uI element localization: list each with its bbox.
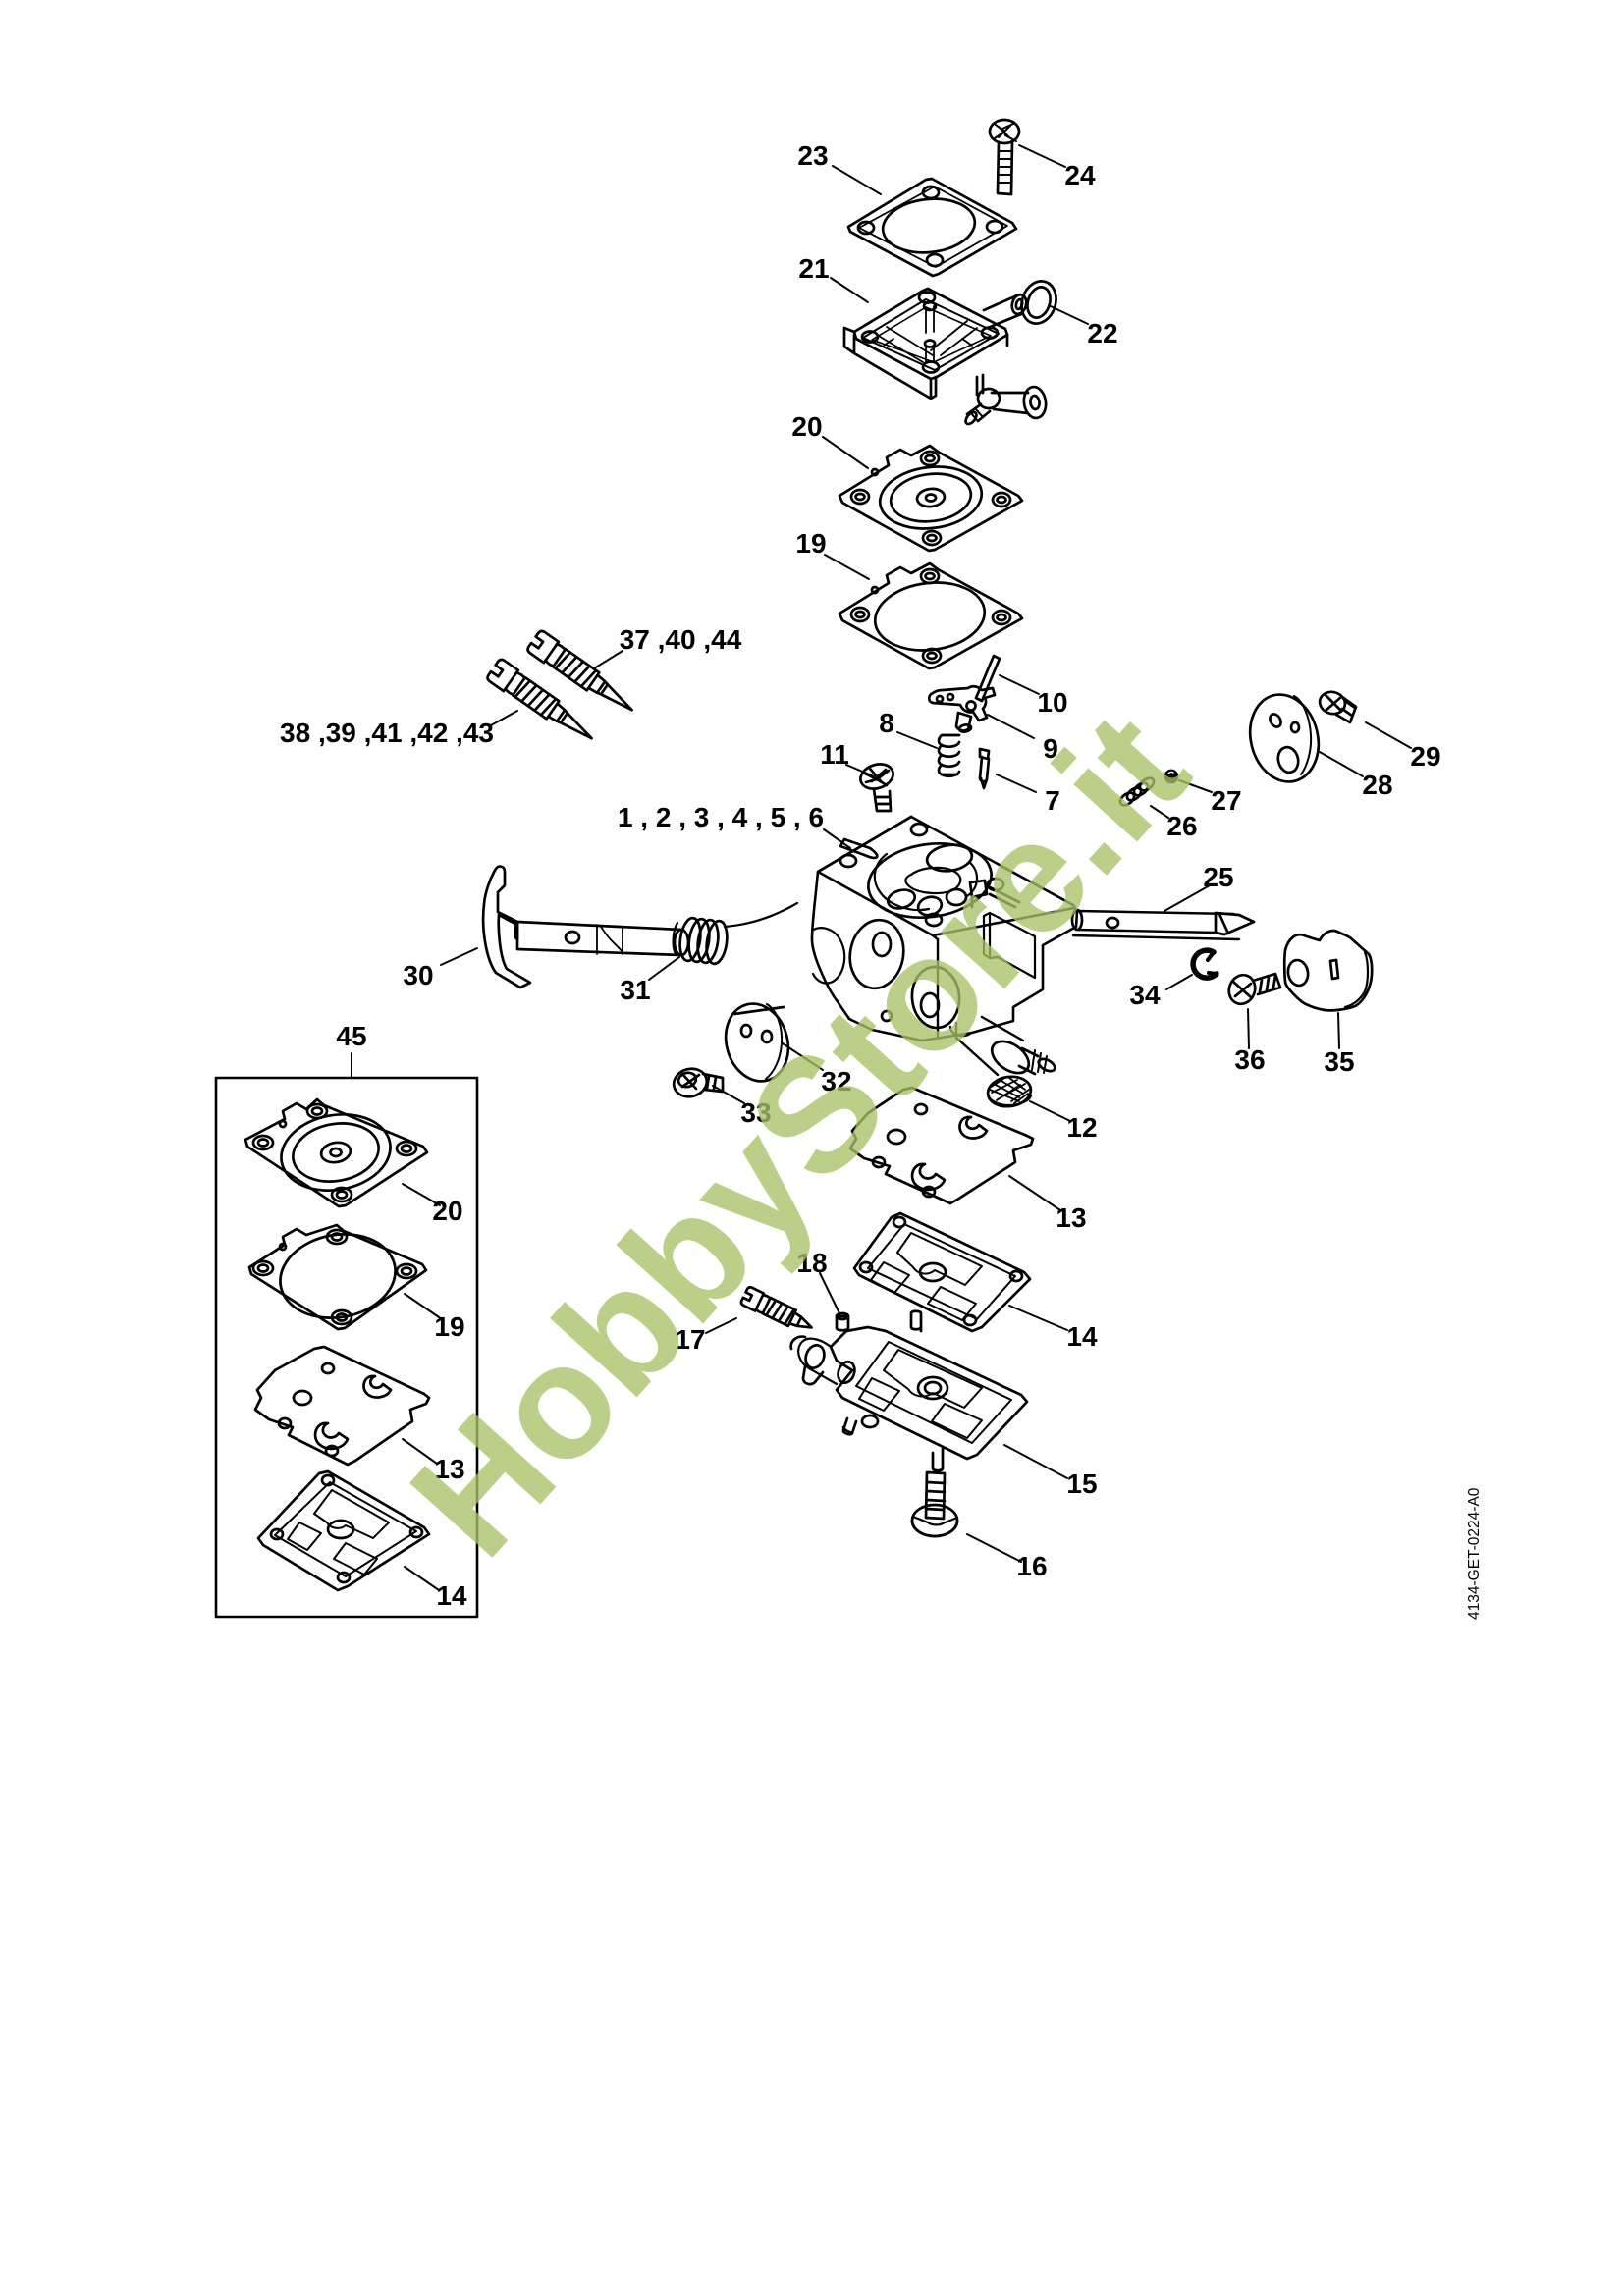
svg-text:4134-GET-0224-A0: 4134-GET-0224-A0 [1466, 1487, 1483, 1620]
svg-text:22: 22 [1087, 318, 1117, 348]
svg-text:27: 27 [1211, 785, 1241, 816]
svg-text:38 ,39 ,41 ,42 ,43: 38 ,39 ,41 ,42 ,43 [280, 718, 494, 748]
svg-text:11: 11 [820, 739, 849, 770]
svg-text:13: 13 [434, 1454, 464, 1484]
svg-text:10: 10 [1037, 687, 1067, 718]
svg-text:28: 28 [1362, 770, 1392, 800]
svg-text:18: 18 [796, 1248, 827, 1278]
svg-text:30: 30 [403, 960, 433, 990]
svg-text:35: 35 [1324, 1046, 1354, 1077]
svg-text:12: 12 [1066, 1112, 1097, 1143]
svg-text:9: 9 [1043, 733, 1058, 764]
svg-text:20: 20 [432, 1196, 462, 1226]
svg-text:14: 14 [1066, 1321, 1098, 1352]
svg-text:37 ,40 ,44: 37 ,40 ,44 [620, 624, 742, 655]
svg-text:26: 26 [1166, 811, 1197, 841]
svg-text:23: 23 [797, 140, 828, 171]
svg-text:36: 36 [1234, 1044, 1265, 1075]
svg-text:29: 29 [1410, 741, 1440, 772]
svg-text:7: 7 [1045, 785, 1060, 816]
svg-text:19: 19 [795, 528, 826, 559]
svg-text:15: 15 [1066, 1468, 1097, 1499]
svg-text:31: 31 [620, 975, 650, 1005]
svg-text:8: 8 [879, 708, 894, 738]
svg-text:25: 25 [1203, 862, 1233, 892]
svg-text:17: 17 [675, 1324, 705, 1355]
svg-text:45: 45 [336, 1021, 366, 1051]
svg-text:24: 24 [1064, 160, 1096, 190]
svg-text:20: 20 [791, 411, 822, 442]
svg-text:13: 13 [1056, 1202, 1086, 1233]
svg-text:19: 19 [434, 1311, 464, 1342]
svg-text:21: 21 [798, 253, 829, 284]
svg-text:33: 33 [740, 1097, 771, 1128]
svg-text:32: 32 [821, 1066, 851, 1096]
svg-text:34: 34 [1129, 980, 1161, 1010]
svg-text:14: 14 [436, 1580, 467, 1611]
svg-text:16: 16 [1016, 1551, 1047, 1581]
svg-text:1 , 2 , 3 , 4 , 5 , 6: 1 , 2 , 3 , 4 , 5 , 6 [618, 802, 824, 832]
